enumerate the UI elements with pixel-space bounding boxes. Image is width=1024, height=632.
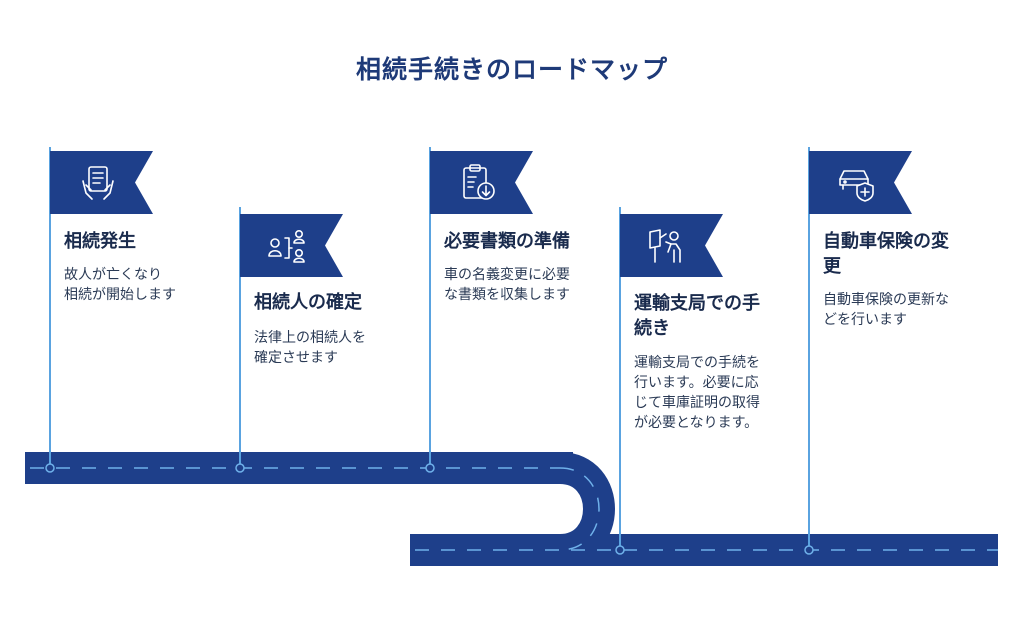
step-1-title: 相続発生: [64, 231, 136, 252]
flag-step-3: [430, 151, 533, 214]
guide-line-4: [619, 207, 621, 549]
flag-step-4: [620, 214, 723, 277]
step-5-desc: 自動車保険の更新などを行います: [823, 292, 949, 328]
document-hands-icon: [82, 166, 114, 200]
step-1-desc: 故人が亡くなり相続が開始します: [64, 267, 176, 303]
step-2-title: 相続人の確定: [254, 292, 362, 313]
step-3-title: 必要書類の準備: [444, 231, 570, 252]
step-5-title: 自動車保険の変更: [823, 231, 949, 277]
heirs-org-icon: [268, 230, 305, 263]
person-signpost-icon: [649, 229, 681, 263]
guide-line-2: [239, 207, 241, 467]
clipboard-download-icon: [463, 164, 495, 200]
step-3-desc: 車の名義変更に必要な書類を収集します: [444, 267, 570, 303]
step-2-desc: 法律上の相続人を確定させます: [254, 330, 366, 366]
step-4-title: 運輸支局での手続き: [634, 293, 760, 339]
guide-line-3: [429, 147, 431, 467]
car-shield-icon: [839, 170, 874, 202]
page-title: 相続手続きのロードマップ: [355, 55, 668, 84]
flag-step-5: [809, 151, 912, 214]
step-4-desc: 運輸支局での手続を行います。必要に応 じて車庫証明の取得が必要となります。: [634, 355, 760, 431]
guide-line-5: [808, 147, 810, 549]
flag-step-1: [50, 151, 153, 214]
guide-line-1: [49, 147, 51, 467]
flag-step-2: [240, 214, 343, 277]
